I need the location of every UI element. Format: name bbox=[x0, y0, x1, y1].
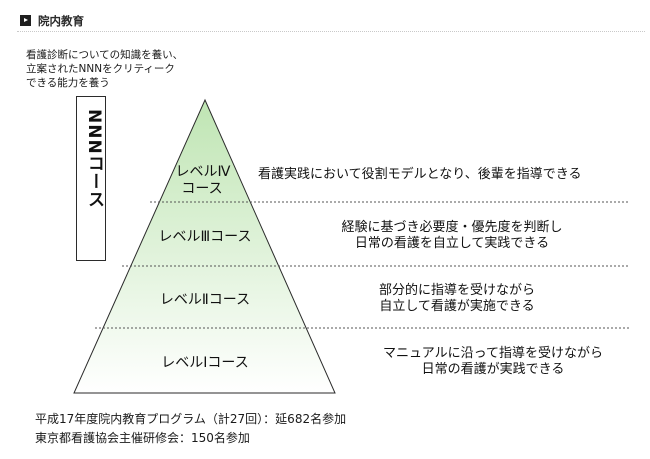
nnn-caption-line: 立案されたNNNをクリティーク bbox=[26, 63, 175, 75]
section-title: 院内教育 bbox=[38, 14, 84, 28]
level-3-label: レベルⅢコース bbox=[159, 229, 252, 245]
level-2-description: 部分的に指導を受けながら bbox=[379, 282, 535, 298]
level-4-description: 看護実践において役割モデルとなり、後輩を指導できる bbox=[258, 166, 581, 182]
level-1-description: マニュアルに沿って指導を受けながら bbox=[383, 346, 603, 361]
level-4-label-course: コース bbox=[181, 181, 222, 197]
level-4-label: レベルⅣ bbox=[176, 164, 231, 180]
level-1-label: レベルⅠコース bbox=[161, 355, 248, 371]
nnn-caption-line: できる能力を養う bbox=[26, 77, 110, 89]
level-3-description: 日常の看護を自立して実践できる bbox=[355, 235, 549, 251]
level-2-description: 自立して看護が実施できる bbox=[379, 298, 534, 314]
pyramid-shape bbox=[73, 98, 336, 394]
footer-line: 東京都看護協会主催研修会：150名参加 bbox=[35, 431, 250, 445]
footer-line: 平成17年度院内教育プログラム（計27回）：延682名参加 bbox=[35, 412, 347, 426]
section-header: 院内教育 bbox=[17, 11, 645, 32]
arrow-right-icon bbox=[20, 15, 31, 26]
nnn-course-caption: 看護診断についての知識を養い、 立案されたNNNをクリティーク できる能力を養う bbox=[26, 48, 216, 90]
nnn-caption-line: 看護診断についての知識を養い、 bbox=[26, 49, 184, 61]
nnn-course-label: NNNコース bbox=[84, 109, 104, 209]
level-1-description: 日常の看護が実践できる bbox=[422, 361, 565, 377]
footer-stats: 平成17年度院内教育プログラム（計27回）：延682名参加 東京都看護協会主催研… bbox=[35, 410, 346, 448]
level-2-label: レベルⅡコース bbox=[160, 292, 250, 308]
nnn-course-box: NNNコース bbox=[76, 96, 106, 261]
level-3-description: 経験に基づき必要度・優先度を判断し bbox=[341, 219, 562, 235]
